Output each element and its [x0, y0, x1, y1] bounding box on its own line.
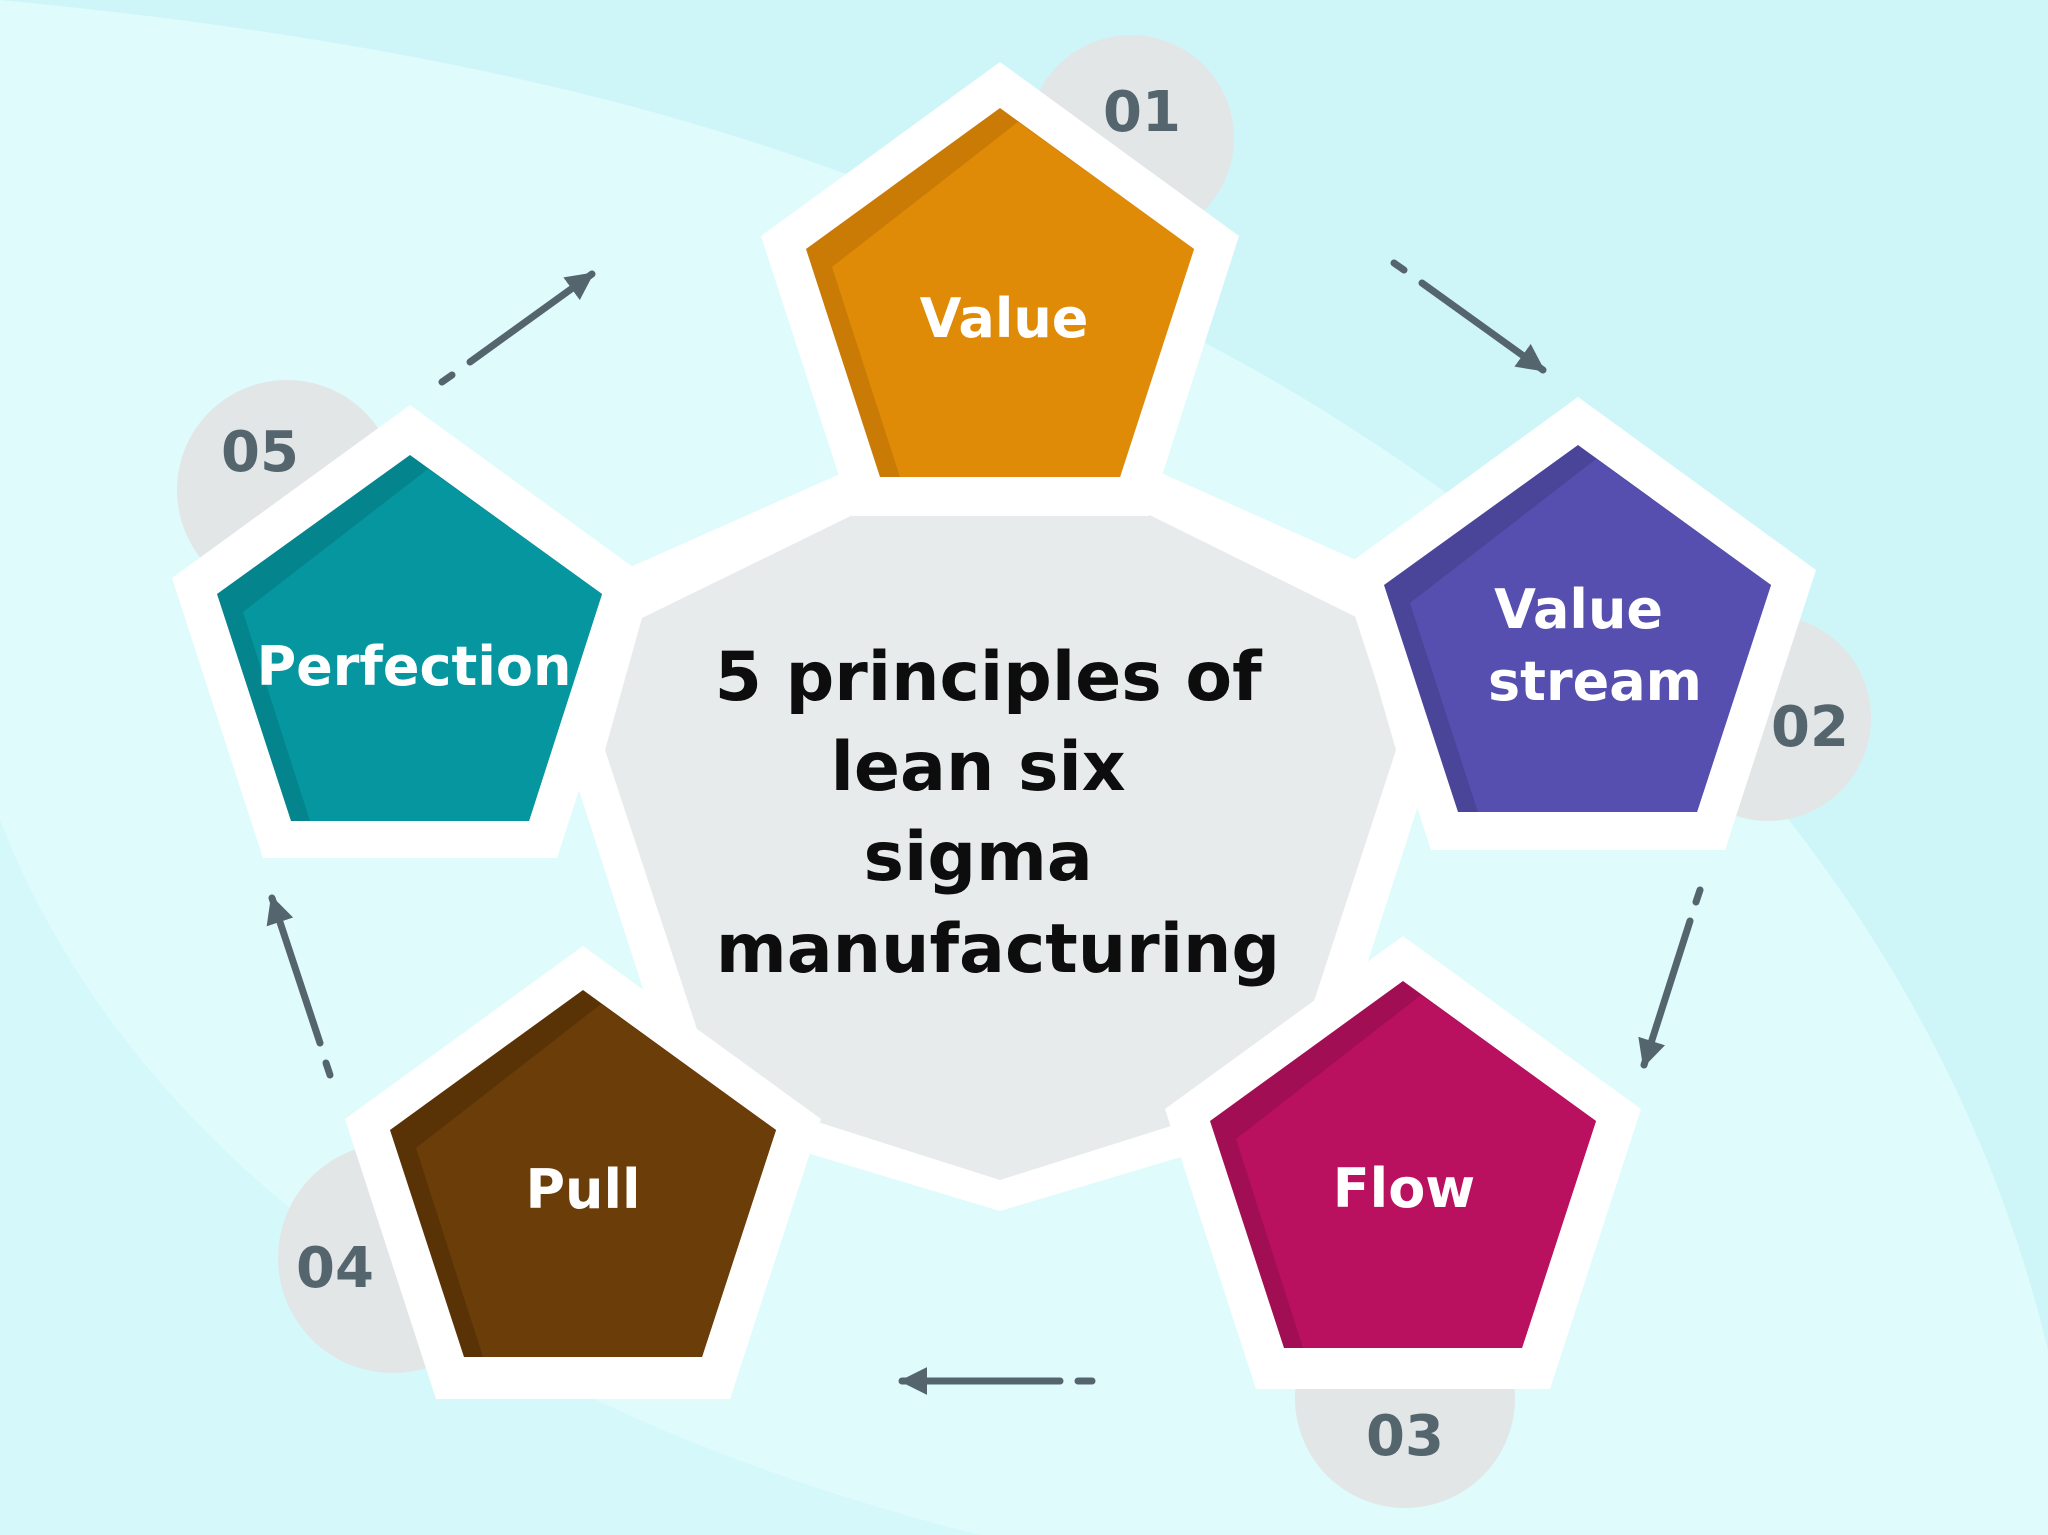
arrow-02-to-03 — [1638, 886, 1704, 1069]
arrow-04-to-05 — [266, 894, 334, 1079]
arrow-01-to-02 — [1390, 259, 1547, 374]
title-line-2: lean six — [831, 728, 1126, 807]
principle-label-perfection: Perfection — [257, 635, 572, 698]
principle-value-stream: Value stream — [1340, 397, 1816, 850]
principle-label-pull: Pull — [525, 1158, 640, 1221]
pentagon-fill — [1410, 459, 1771, 812]
title-line-4: manufacturing — [716, 910, 1280, 989]
principle-number-01: 01 — [1103, 80, 1181, 145]
center-hexagon — [605, 442, 1396, 1180]
diagram-title: 5 principles of lean six sigma manufactu… — [715, 638, 1286, 989]
principle-number-05: 05 — [221, 420, 299, 485]
pentagon-fill — [832, 122, 1194, 477]
title-line-3: sigma — [864, 818, 1093, 897]
principle-number-04: 04 — [296, 1236, 374, 1301]
principle-flow: Flow — [1165, 936, 1641, 1389]
pentagon-fill — [416, 1004, 776, 1357]
principle-perfection: Perfection — [172, 405, 648, 858]
pentagon-fill — [1236, 995, 1596, 1348]
principle-value: Value — [761, 62, 1239, 516]
principle-number-03: 03 — [1366, 1404, 1444, 1469]
principle-label-flow: Flow — [1333, 1157, 1475, 1220]
principle-number-02: 02 — [1771, 695, 1849, 760]
principle-label-value-stream: Value stream — [1488, 578, 1702, 713]
principle-pull: Pull — [345, 946, 821, 1399]
principle-label-value: Value — [920, 287, 1089, 350]
flow-arrows — [266, 259, 1704, 1395]
title-line-1: 5 principles of — [715, 638, 1264, 717]
background-swoosh-lower — [0, 820, 980, 1535]
arrow-05-to-01 — [438, 270, 596, 386]
pentagon-fill — [243, 469, 602, 821]
